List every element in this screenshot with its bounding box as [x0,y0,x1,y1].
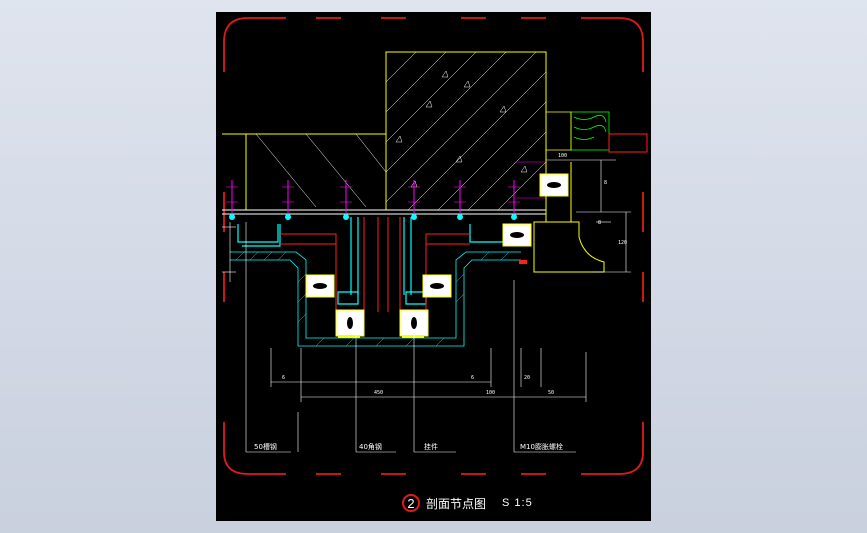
section-drawing: 6 6 20 450 100 50 100 8 8 120 50槽钢 40角钢 … [222,17,648,475]
callouts: 50槽钢 40角钢 挂件 M10膨胀螺栓 [254,442,563,451]
dimension-lines [222,159,631,453]
scale-text: S 1:5 [502,497,533,509]
callout-expansion-bolt: M10膨胀螺栓 [520,442,563,451]
frame-corners [223,17,644,475]
dim-side-1: 8 [604,180,607,186]
dim-bottom-mid: 6 [471,375,474,381]
callout-angle-steel: 40角钢 [359,442,382,451]
title-text: 剖面节点图 [426,496,487,511]
dim-side-2: 8 [598,220,601,226]
dim-lower-left: 450 [374,390,383,396]
frame-corner-br [581,422,644,475]
concrete-column [385,51,547,211]
dim-side-3: 120 [618,240,627,246]
dimension-texts: 6 6 20 450 100 50 100 8 8 120 [282,153,627,396]
anchor-bolts [226,161,546,217]
frame-corner-bl [223,422,286,475]
left-wall [222,133,386,210]
drawing-sheet: 6 6 20 450 100 50 100 8 8 120 50槽钢 40角钢 … [216,12,651,521]
detail-number: 2 [407,495,415,511]
callout-hanger: 挂件 [424,442,438,451]
channel-profiles [237,217,511,305]
hangers [305,173,569,338]
dim-bottom-right: 20 [524,375,530,381]
inner-frame [280,217,470,313]
callout-channel-steel: 50槽钢 [254,442,277,451]
stone-cladding [230,251,521,347]
right-stone [570,111,610,151]
dim-lower-mid: 100 [486,390,495,396]
drawing-title: 2 剖面节点图 S 1:5 [402,492,533,514]
dim-lower-right: 50 [548,390,554,396]
frame-corner-tl [223,17,286,72]
dim-bottom-left: 6 [282,375,285,381]
dim-top-right: 100 [558,153,567,159]
cladding-top [222,209,546,215]
frame-corner-tr [581,17,644,72]
detail-number-badge: 2 [402,494,420,512]
